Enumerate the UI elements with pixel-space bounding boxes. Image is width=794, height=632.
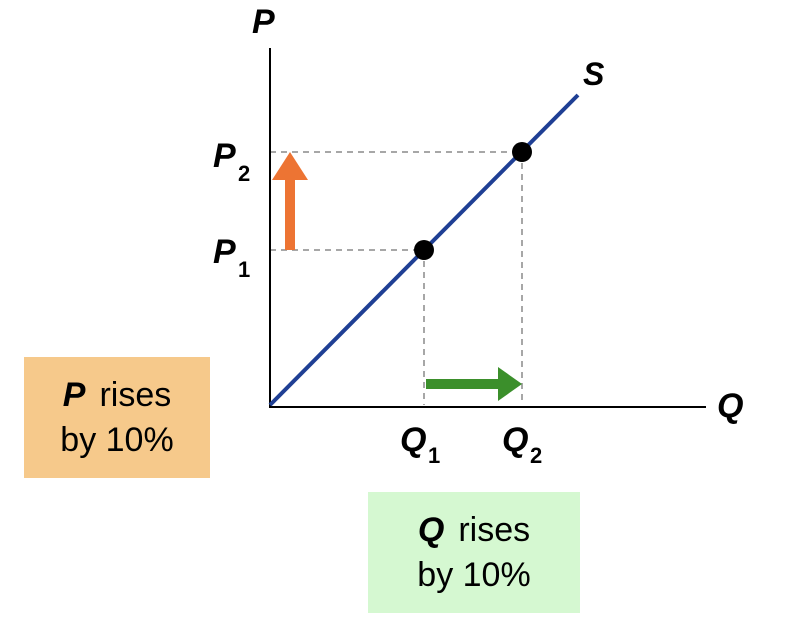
svg-text:2: 2 <box>238 161 250 186</box>
price-increase-arrow <box>272 152 308 250</box>
quantity-note-word: rises <box>458 511 531 550</box>
svg-text:2: 2 <box>530 443 542 468</box>
svg-text:P: P <box>213 233 236 271</box>
q1-label: Q 1 <box>400 421 440 468</box>
svg-text:Q: Q <box>502 421 528 459</box>
quantity-note-var: Q <box>417 511 445 550</box>
p1-label: P 1 <box>213 233 250 282</box>
q2-label: Q 2 <box>502 421 542 468</box>
price-note-line2: by 10% <box>60 420 174 459</box>
svg-text:1: 1 <box>428 443 440 468</box>
price-note-var: P <box>62 376 86 415</box>
p2-label: P 2 <box>213 137 250 186</box>
svg-text:P: P <box>213 137 236 175</box>
svg-text:1: 1 <box>238 257 250 282</box>
x-axis-label: Q <box>717 387 743 425</box>
quantity-increase-arrow <box>426 367 522 401</box>
y-axis-label: P <box>252 3 275 41</box>
point-1 <box>414 240 434 260</box>
quantity-note-line2: by 10% <box>417 555 531 594</box>
supply-curve-label: S <box>583 56 605 92</box>
point-2 <box>512 142 532 162</box>
svg-text:Q: Q <box>400 421 426 459</box>
price-note-word: rises <box>99 376 172 415</box>
